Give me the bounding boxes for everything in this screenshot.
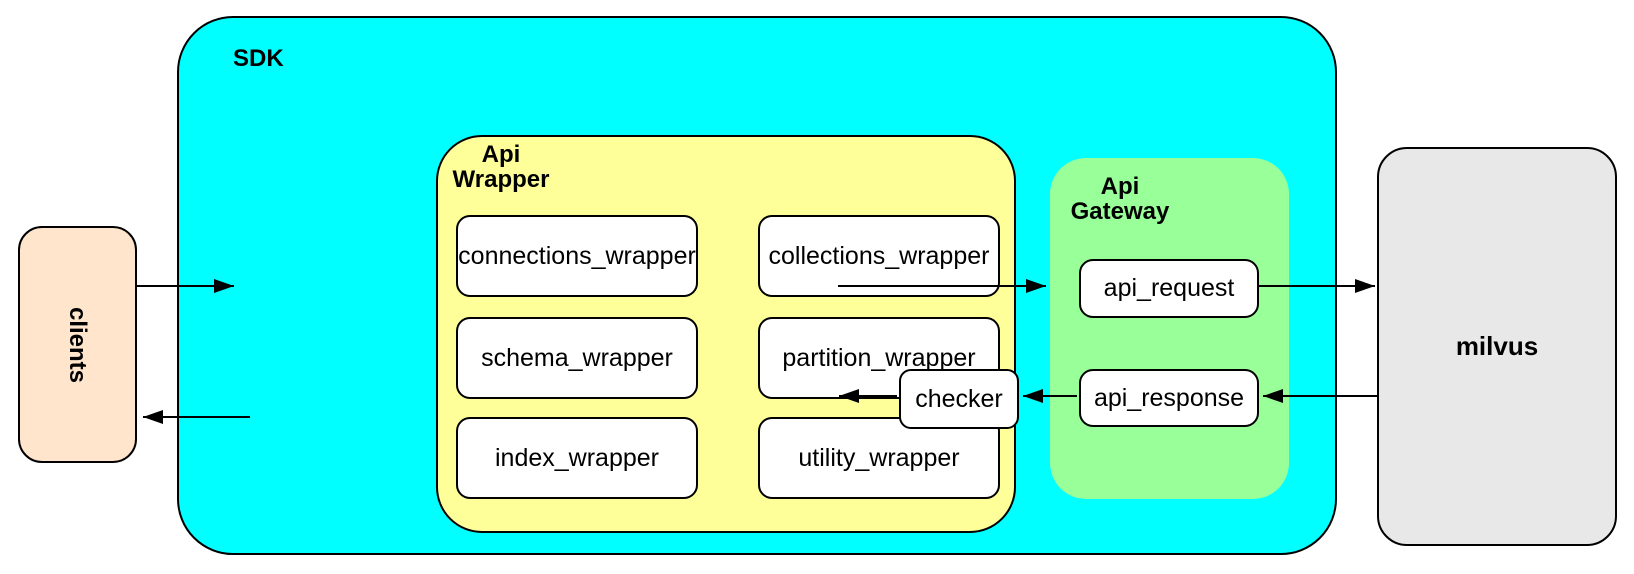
checker-label: checker: [915, 384, 1003, 413]
utility-wrapper-label: utility_wrapper: [798, 443, 960, 472]
api-response-label: api_response: [1093, 383, 1245, 412]
utility-wrapper-node: utility_wrapper: [758, 417, 1000, 499]
milvus-label: milvus: [1455, 331, 1539, 361]
api-wrapper-label: Api Wrapper: [451, 142, 551, 192]
index-wrapper-label: index_wrapper: [495, 443, 659, 472]
partition-wrapper-label: partition_wrapper: [782, 343, 976, 372]
api-wrapper-label-line2: Wrapper: [452, 166, 550, 193]
schema-wrapper-label: schema_wrapper: [481, 343, 673, 372]
api-gateway-label-line2: Gateway: [1070, 198, 1170, 225]
index-wrapper-node: index_wrapper: [456, 417, 698, 499]
milvus-node: milvus: [1377, 147, 1617, 546]
schema-wrapper-node: schema_wrapper: [456, 317, 698, 399]
checker-node: checker: [899, 369, 1019, 429]
api-response-node: api_response: [1079, 369, 1259, 427]
partition-wrapper-node: partition_wrapper: [758, 317, 1000, 399]
api-request-label: api_request: [1103, 274, 1235, 302]
connections-wrapper-label: connections_wrapper: [458, 241, 696, 270]
connections-wrapper-node: connections_wrapper: [456, 215, 698, 297]
api-wrapper-container: Api Wrapper connections_wrapper collecti…: [436, 135, 1016, 533]
api-gateway-label-line1: Api: [1100, 173, 1140, 200]
collections-wrapper-node: collections_wrapper: [758, 215, 1000, 297]
api-gateway-label: Api Gateway: [1070, 174, 1170, 224]
sdk-container: SDK Api Wrapper connections_wrapper coll…: [177, 16, 1337, 555]
sdk-label: SDK: [233, 45, 284, 72]
api-request-node: api_request: [1079, 259, 1259, 318]
api-gateway-container: Api Gateway api_request api_response: [1050, 158, 1289, 499]
clients-label: clients: [64, 306, 92, 383]
api-wrapper-label-line1: Api: [481, 141, 521, 168]
clients-node: clients: [18, 226, 137, 463]
collections-wrapper-label: collections_wrapper: [768, 241, 990, 270]
